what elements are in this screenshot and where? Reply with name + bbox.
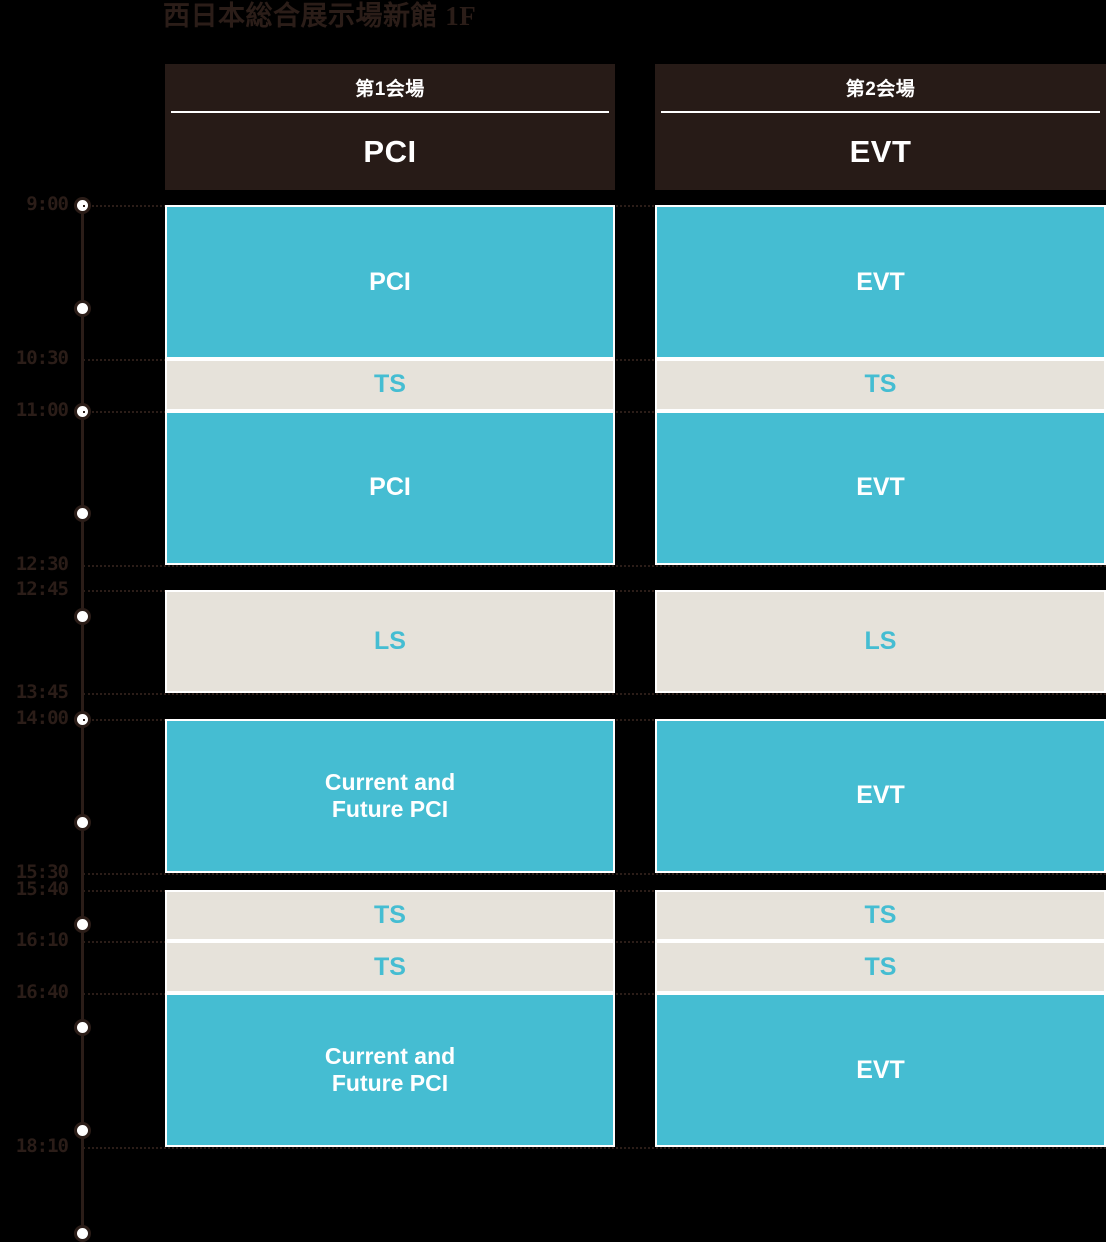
time-tick-label: 15:30 [15,860,69,883]
time-guide-line [83,1146,1106,1149]
schedule-block-label: TS [374,370,406,399]
schedule-block[interactable]: LS [165,590,615,694]
schedule-block[interactable]: TS [165,890,615,942]
schedule-block-label: EVT [856,781,905,810]
timeline-hour-dot [74,1019,91,1037]
schedule-block[interactable]: EVT [655,205,1106,360]
time-tick-label: 12:45 [15,578,69,601]
schedule-block-label: TS [864,901,897,930]
time-tick-label: 16:10 [15,929,69,952]
hall-name-label: 第2会場 [845,79,916,100]
time-tick-label: 9:00 [26,193,69,215]
page-title: 西日本総合展示場新館 1F [163,1,477,31]
schedule-block-label: Current and Future PCI [324,1043,456,1096]
schedule-block-label: EVT [856,1055,905,1084]
timeline-hour-dot [74,299,91,317]
schedule-block[interactable]: Current and Future PCI [165,992,615,1147]
time-tick-label: 12:30 [15,552,69,575]
schedule-block-label: TS [864,370,897,399]
schedule-block[interactable]: LS [655,590,1106,694]
schedule-block[interactable]: TS [655,890,1106,942]
schedule-block-label: Current and Future PCI [324,769,456,822]
header-divider [171,111,609,113]
timeline-hour-dot [74,608,91,626]
schedule-block-label: EVT [856,473,905,502]
schedule-block-label: TS [374,952,406,981]
time-tick-label: 10:30 [15,347,69,370]
schedule-block-label: LS [864,627,897,656]
time-guide-line [83,693,1106,696]
column-header-hall-1: 第1会場 PCI [165,64,615,190]
timeline-hour-dot [74,916,91,934]
column-header-hall-2: 第2会場 EVT [655,64,1106,190]
schedule-block-label: TS [864,952,897,981]
schedule-block[interactable]: EVT [655,410,1106,565]
time-guide-line [83,564,1106,567]
schedule-block[interactable]: TS [655,941,1106,993]
schedule-block[interactable]: TS [655,359,1106,411]
schedule-block[interactable]: EVT [655,992,1106,1147]
schedule-block-label: PCI [369,267,411,296]
time-tick-label: 11:00 [15,398,69,421]
timeline-hour-dot [74,1224,91,1242]
time-tick-label: 18:10 [15,1134,69,1157]
timeline-hour-dot [74,1121,91,1139]
schedule-block[interactable]: PCI [165,410,615,565]
schedule-block[interactable]: EVT [655,718,1106,873]
track-name-label: EVT [849,133,912,169]
schedule-block-label: EVT [856,267,905,296]
schedule-block[interactable]: PCI [165,205,615,360]
timeline-hour-dot [74,813,91,831]
schedule-block[interactable]: TS [165,941,615,993]
hall-name-label: 第1会場 [355,79,425,100]
schedule-block[interactable]: TS [165,359,615,411]
schedule-block-label: LS [374,627,406,656]
timeline-hour-dot [74,505,91,523]
schedule-block[interactable]: Current and Future PCI [165,718,615,873]
time-guide-line [83,872,1106,875]
time-tick-label: 14:00 [15,706,69,729]
schedule-block-label: PCI [369,473,411,502]
schedule-block-label: TS [374,901,406,930]
time-tick-label: 13:45 [15,681,69,704]
track-name-label: PCI [363,133,417,169]
time-tick-label: 16:40 [15,980,69,1003]
header-divider [661,111,1100,113]
time-tick-label: 15:40 [15,878,69,901]
